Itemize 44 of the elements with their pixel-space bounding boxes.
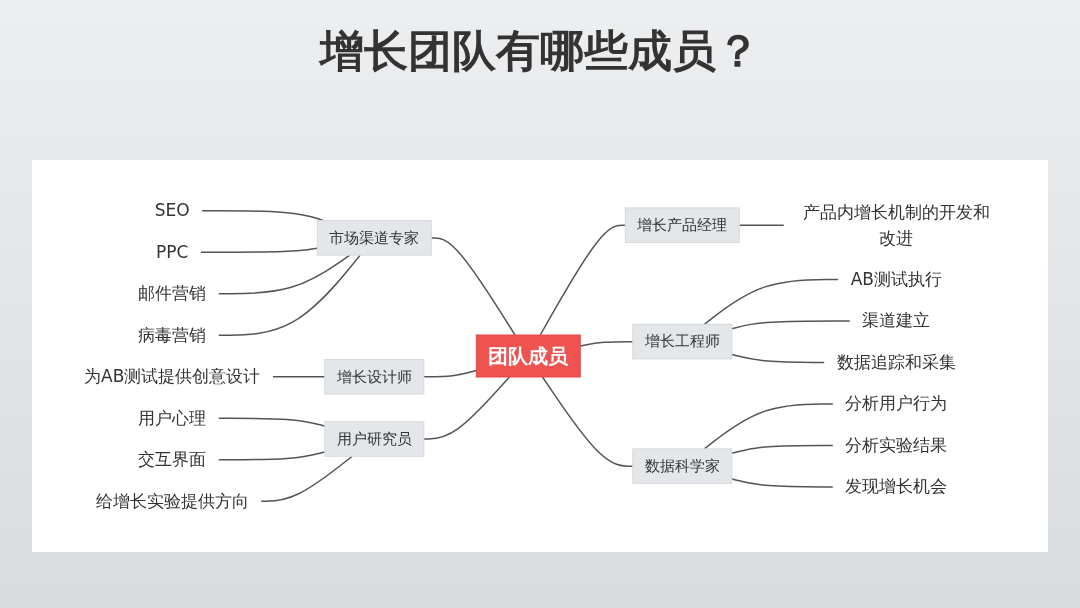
node-box (632, 323, 733, 360)
connector (217, 254, 361, 336)
node-box (324, 421, 425, 457)
node-text: AB测试执行 (850, 268, 942, 289)
node-text: SEO (154, 200, 190, 220)
node-text: 发现增长机会 (845, 476, 948, 497)
node-text: 邮件营销 (137, 283, 206, 303)
connector (541, 376, 634, 467)
connector (579, 340, 634, 347)
connector (199, 247, 318, 253)
connector (271, 376, 326, 378)
connector (217, 451, 326, 461)
node-box (316, 220, 432, 256)
node-box (475, 334, 581, 378)
node-text: 为AB测试提供创意设计 (83, 366, 261, 386)
node-box (324, 359, 425, 395)
connector (730, 320, 851, 330)
connector (738, 224, 785, 226)
title: 增长团队有哪些成员？ (317, 24, 761, 78)
connector (422, 369, 477, 378)
connector (539, 224, 626, 336)
node-box (632, 448, 733, 484)
connector (217, 417, 326, 427)
connector (259, 455, 353, 502)
node-text: 交互界面 (137, 449, 206, 469)
node-text: 分析实验结果 (845, 434, 948, 455)
connector (730, 444, 834, 454)
connector (703, 278, 840, 326)
node-text: 给增长实验提供方向 (95, 490, 249, 511)
node-text: 病毒营销 (137, 324, 206, 345)
connector (217, 254, 351, 295)
node-text: 产品内增长机制的开发和改进 (802, 201, 990, 248)
node-text: PPC (155, 241, 189, 262)
node-box (624, 207, 740, 243)
connector (430, 237, 516, 336)
connector (422, 376, 511, 440)
node-text: 用户心理 (137, 407, 206, 428)
connector (730, 353, 826, 364)
node-text: 分析用户行为 (845, 393, 948, 414)
node-text: 渠道建立 (862, 310, 931, 331)
node-text: 数据追踪和采集 (836, 351, 956, 372)
connector (703, 403, 834, 450)
connector (730, 478, 834, 488)
diagram-panel: 市场渠道专家 增长设计师 用户研究员 SEO PPC 邮件营销 病毒营销 为AB测试提供创意设计 用户心理 交互界面 给增长实验提供方向 产品内增长机制的开发和改进 AB测试执行 渠道建立 数据追踪和采集 分析用户行为 分析实验结果 发现增长机会 增长产品经理 增长工程师 数据科学家 团队成员 (32, 160, 1048, 552)
